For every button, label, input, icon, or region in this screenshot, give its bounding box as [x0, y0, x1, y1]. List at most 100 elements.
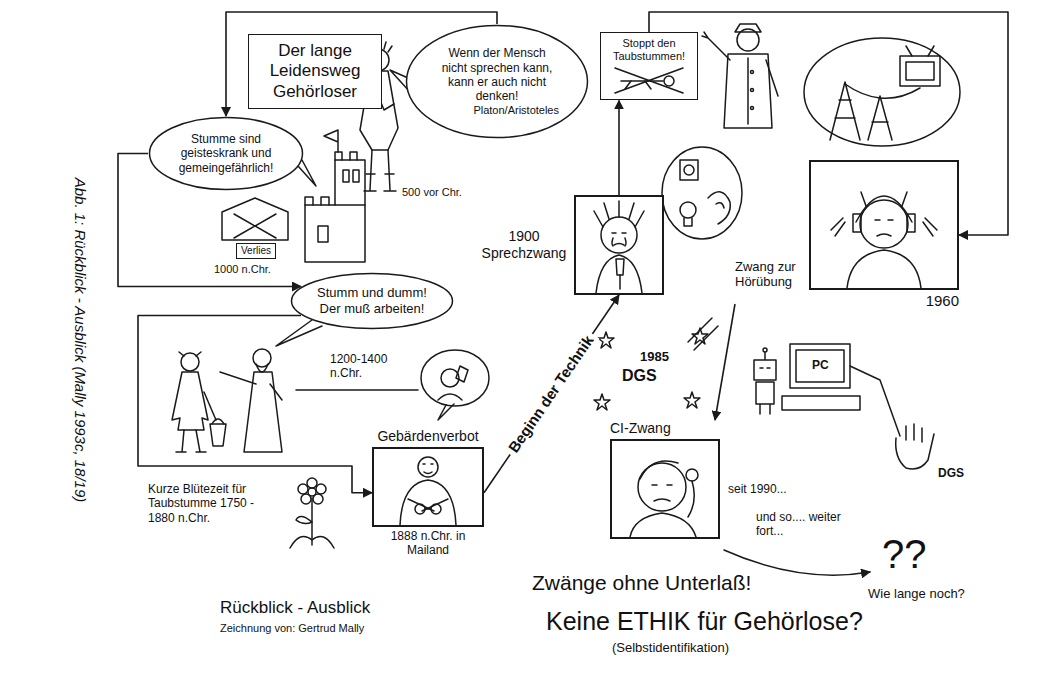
telephone-bubble [421, 350, 489, 420]
robot-computer [850, 366, 900, 436]
scene-drawing [847, 250, 921, 288]
speech-bubble: Stumm und dumm! Der muß arbeiten! [290, 272, 454, 330]
sign-language-label: DGS [622, 366, 657, 385]
scene-drawing [615, 68, 683, 93]
scene-drawing [664, 76, 674, 86]
radio-tv-bubble [900, 56, 940, 86]
castle [305, 197, 329, 205]
star-burst [684, 392, 700, 408]
slogan: Zwänge ohne Unterlaß! [532, 570, 751, 595]
flow-arrow [484, 295, 619, 493]
scene-panel: 1900 Sprechzwang [478, 195, 664, 295]
speech-bubble: Wenn der Mensch nicht sprechen kann, kan… [405, 24, 589, 139]
node-text: 1900 Sprechzwang [478, 228, 570, 262]
castle [318, 226, 328, 242]
scene-frame [574, 195, 664, 295]
castle [305, 130, 365, 262]
node-text: Gebärdenverbot [377, 428, 478, 445]
preacher-figure [220, 349, 282, 452]
node-text: Stumm und dumm! Der muß arbeiten! [317, 285, 427, 316]
scene-drawing [811, 162, 957, 288]
dungeon-sign: Verlies [236, 243, 276, 259]
speech-bubble-tail [298, 160, 316, 186]
scene-drawing [596, 255, 642, 293]
dungeon [222, 198, 288, 240]
scene-panel: Zwang zur Hörübung [735, 160, 959, 290]
period-note: Kurze Blütezeit für Taubstumme 1750 - 18… [148, 482, 276, 525]
beggar-figure [179, 352, 201, 356]
figure-caption: Abb. 1: Rückblick - Ausblick (Mally 1993… [71, 178, 89, 503]
castle [324, 130, 338, 152]
node-subtext: 1960 [926, 292, 959, 310]
computer-label: PC [810, 358, 831, 372]
title-box: Der lange Leidensweg Gehörloser [259, 41, 371, 102]
bubble-outline [150, 118, 303, 190]
title-box: Der lange Leidensweg Gehörloser [248, 34, 382, 109]
star-burst [598, 332, 614, 348]
scene-drawing [853, 214, 915, 232]
node-text: Der lange Leidensweg Gehörloser [259, 41, 371, 102]
philosopher-figure [366, 173, 394, 175]
beggar-figure [210, 424, 226, 446]
speech-bubble: Stumm und dumm! Der muß arbeiten! [317, 285, 427, 316]
node-text: Stumme sind geisteskrank und gemeingefäh… [174, 132, 278, 175]
robot-computer [756, 382, 774, 414]
scene-drawing [621, 81, 663, 83]
scene-panel: Zwang zur Hörübung 1960 [735, 160, 959, 310]
soldier-figure [751, 89, 754, 92]
scene-drawing [616, 259, 624, 275]
technology-bubble [680, 160, 698, 180]
soldier-figure [766, 60, 778, 96]
scene-drawing [374, 449, 482, 525]
speech-bubble: Stumme sind geisteskrank und gemeingefäh… [148, 116, 304, 191]
scene-drawing [877, 234, 891, 236]
date-label: 1000 n.Chr. [214, 263, 271, 276]
scene-drawing [612, 441, 718, 537]
castle [335, 160, 365, 205]
scene-drawing [615, 68, 683, 93]
scene-drawing [576, 197, 662, 293]
telephone-bubble [438, 404, 454, 420]
slogan: Keine ETHIK für Gehörlose? [546, 606, 863, 636]
node-text: Wenn der Mensch nicht sprechen kann, kan… [435, 46, 559, 104]
scene-drawing [425, 508, 431, 510]
flow-arrow [618, 100, 620, 195]
scene-drawing [601, 217, 637, 253]
flower [316, 484, 326, 494]
robot-computer [796, 350, 844, 382]
scene-drawing [400, 457, 456, 525]
telephone-bubble [421, 350, 489, 406]
technology-bubble [708, 192, 730, 224]
technology-bubble [684, 218, 692, 226]
question-marks: ?? [882, 530, 927, 578]
node-text: Zwang zur Hörübung [735, 259, 803, 290]
protest-sign: Stoppt den Taubstummen! [607, 37, 691, 95]
node-subtext: seit 1990... [728, 482, 808, 496]
protest-sign: Stoppt den Taubstummen! [600, 32, 698, 100]
node-text: Stoppt den Taubstummen! [607, 37, 691, 63]
flow-arrow [138, 316, 372, 493]
soldier-figure [735, 24, 761, 32]
node-subtext: Platon/Aristoteles [435, 104, 559, 117]
scene-panel: Gebärdenverbot 1888 n.Chr. in Mailand [372, 428, 484, 558]
scene-drawing [594, 201, 644, 227]
flower [290, 536, 334, 548]
radio-tv-bubble [804, 38, 960, 146]
flower [290, 478, 334, 548]
dungeon [222, 198, 288, 240]
drawing-title: Rückblick - Ausblick [220, 598, 370, 618]
beggar-figure [176, 430, 206, 452]
robot-computer [763, 348, 767, 352]
star-burst [594, 318, 718, 410]
robot-computer [790, 344, 850, 388]
node-subtext: 1888 n.Chr. in Mailand [372, 529, 484, 558]
question-note: Wie lange noch? [868, 586, 965, 602]
radio-tv-bubble [804, 38, 960, 146]
scene-drawing [686, 469, 698, 481]
scene-drawing [423, 463, 433, 465]
slogan-note: (Selbstidentifikation) [612, 640, 729, 656]
soldier-figure [702, 24, 778, 128]
dungeon-sign: Verlies [241, 245, 271, 257]
scene-drawing [615, 68, 683, 93]
